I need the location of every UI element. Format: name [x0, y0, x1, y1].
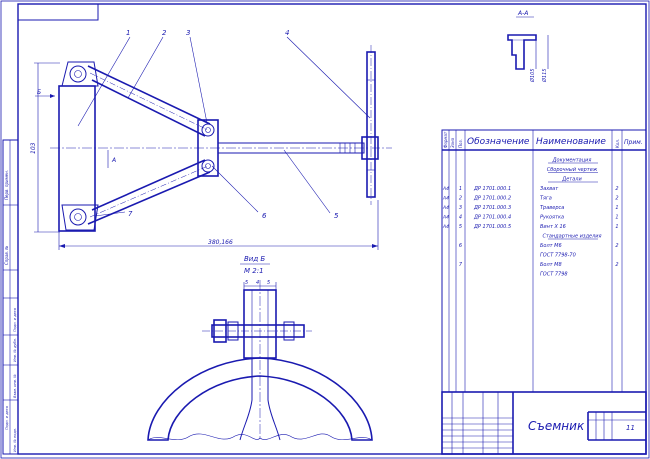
- gripper-bolt-top: [69, 65, 87, 83]
- spec-header-zone: Зона: [450, 137, 455, 148]
- side-stamp-1: Перв. примен.: [4, 170, 9, 200]
- spec-header-note: Прим.: [624, 139, 643, 146]
- lower-link: [91, 159, 206, 211]
- spec-row-pos: 6: [459, 243, 462, 249]
- spec-row-designation: ДР 1701.000.2: [473, 196, 511, 202]
- spec-row-qty: 2: [615, 243, 618, 249]
- leader-5: 5: [334, 212, 339, 220]
- spec-header-format: Формат: [443, 131, 448, 148]
- leader-6: 6: [262, 212, 267, 220]
- view-title: Вид Б: [244, 255, 265, 263]
- spec-row-name: ГОСТ 7798-70: [540, 253, 576, 259]
- spec-row-qty: 2: [615, 262, 618, 268]
- side-stamp-2: Справ. №: [4, 246, 9, 265]
- spec-row-designation: ДР 1701.000.3: [473, 205, 511, 211]
- spec-header-designation: Обозначение: [467, 137, 530, 147]
- side-stamp-7: Инв. № подл.: [13, 428, 17, 452]
- leader-2: 2: [162, 29, 167, 37]
- spec-row-name: Документация: [552, 158, 592, 164]
- spec-row-designation: ДР 1701.000.5: [473, 224, 511, 230]
- spec-row-pos: 7: [459, 262, 463, 268]
- spec-header-pos: Поз.: [458, 139, 463, 148]
- title-block: Съемник 11: [441, 391, 647, 455]
- spec-row-pos: 4: [459, 215, 462, 221]
- section-title: А-А: [517, 10, 528, 17]
- main-view: 103 380,166 Б А 1 2 3 4 5 6 7: [30, 29, 392, 250]
- spec-row-name: Тяга: [540, 196, 552, 202]
- spec-row-format: А4: [442, 196, 449, 202]
- leader-lines: [77, 36, 371, 217]
- leader-3: 3: [186, 29, 190, 37]
- spec-row-name: Стандартные изделия: [542, 234, 601, 240]
- spec-row-pos: 3: [459, 205, 462, 211]
- side-stamp-4: Инв. № дубл.: [13, 338, 17, 362]
- view-scale: М 2:1: [244, 267, 264, 275]
- spec-row-qty: 2: [615, 196, 618, 202]
- spec-row-name: Сборочный чертеж: [547, 167, 598, 173]
- spec-row-name: Болт М8: [540, 262, 562, 268]
- view-marker-left: Б: [37, 89, 41, 96]
- section-view: А-А Ø105 Ø115: [507, 10, 549, 83]
- spec-row-name: ГОСТ 7798: [540, 272, 568, 278]
- spec-row-name: Захват: [540, 186, 559, 192]
- side-stamp-3: Подп. и дата: [13, 308, 17, 332]
- spec-header-qty: Кол.: [615, 139, 620, 148]
- spec-row-qty: 1: [615, 224, 618, 230]
- upper-link: [87, 65, 211, 125]
- side-stamp-5: Взам. инв. №: [13, 374, 17, 398]
- dim-height: 103: [30, 142, 37, 154]
- detail-view: Вид Б М 2:1 5 4 5: [147, 255, 373, 441]
- dim-length: 380,166: [208, 239, 233, 246]
- gripper-bolt-bottom: [69, 208, 87, 226]
- side-stamp-6: Подп. и дата: [5, 406, 9, 430]
- spec-row-name: Траверса: [540, 205, 564, 211]
- spec-row-format: А4: [442, 186, 449, 192]
- spec-row-name: Винт Х 16: [540, 224, 566, 230]
- spec-row-qty: 2: [615, 186, 618, 192]
- spec-row-pos: 5: [459, 224, 462, 230]
- spec-row-format: А4: [442, 205, 449, 211]
- leader-4: 4: [285, 29, 289, 37]
- leader-1: 1: [126, 29, 130, 37]
- spec-row-format: А4: [442, 215, 449, 221]
- view-dim-1: 5: [245, 280, 248, 286]
- spec-header-name: Наименование: [536, 137, 606, 147]
- product-name: Съемник: [528, 419, 585, 433]
- spec-row-name: Рукоятка: [540, 215, 564, 221]
- view-dim-3: 5: [267, 280, 270, 286]
- section-dim-1: Ø105: [529, 69, 536, 83]
- spec-row-name: Детали: [561, 177, 582, 183]
- leader-7: 7: [128, 210, 133, 218]
- sheet-number: 11: [626, 424, 635, 432]
- side-stamp: Перв. примен. Справ. № Подп. и дата Инв.…: [2, 139, 19, 455]
- spec-row-designation: ДР 1701.000.1: [473, 186, 511, 192]
- spec-row-pos: 1: [459, 186, 462, 192]
- spec-row-format: А4: [442, 224, 449, 230]
- section-dim-2: Ø115: [541, 69, 548, 83]
- view-dim-2: 4: [256, 280, 259, 286]
- section-marker: А: [111, 157, 116, 164]
- spec-row-qty: 1: [615, 215, 618, 221]
- top-left-stamp-box: [17, 3, 99, 21]
- spec-row-name: Болт М6: [540, 243, 562, 249]
- spec-row-designation: ДР 1701.000.4: [473, 215, 511, 221]
- spec-row-qty: 1: [615, 205, 618, 211]
- spec-table: Формат Зона Поз. Обозначение Наименовани…: [441, 129, 647, 393]
- spec-row-pos: 2: [459, 196, 462, 202]
